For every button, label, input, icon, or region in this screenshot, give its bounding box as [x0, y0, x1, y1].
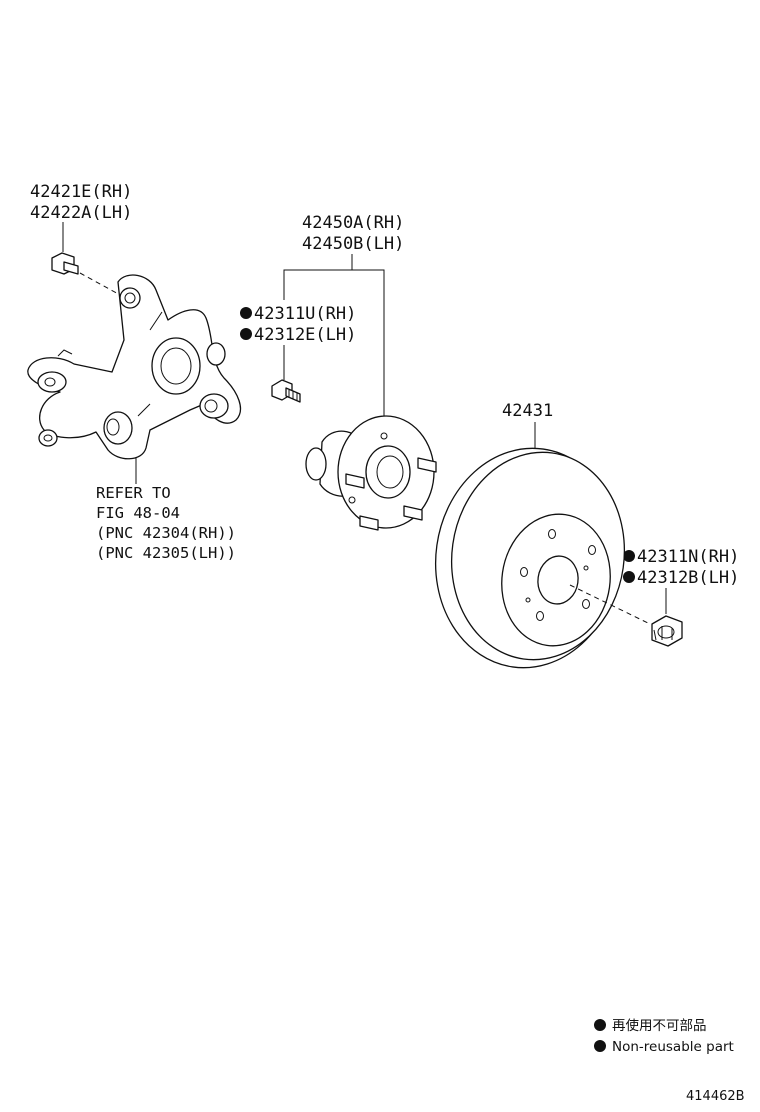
knuckle-ref-line-3: (PNC 42304(RH)) — [96, 524, 236, 542]
knuckle-hub-bore — [151, 337, 201, 395]
bolt-label-group[interactable]: 42421E(RH) 42422A(LH) — [30, 182, 132, 223]
hub-stud-4 — [359, 515, 379, 531]
hub-label-group[interactable]: 42450A(RH) 42450B(LH) — [302, 213, 404, 254]
disc-lug-hole — [548, 529, 556, 539]
non-reusable-marker-icon — [594, 1040, 606, 1052]
bolt-shank — [63, 261, 79, 275]
knuckle-lower-bushing — [199, 393, 229, 419]
disc-lug-hole — [520, 567, 528, 577]
non-reusable-marker-icon — [240, 328, 252, 340]
disc-lug-hole — [588, 545, 596, 555]
disc-nut-axis-dash — [569, 584, 651, 625]
knuckle-lower-eye — [38, 429, 58, 447]
hub-leader-bracket — [283, 269, 385, 418]
hub-bearing-assembly-part[interactable] — [305, 415, 437, 531]
non-reusable-marker-icon — [240, 307, 252, 319]
nut-label-lh: 42312B(LH) — [637, 568, 739, 588]
stud-label-rh: 42311U(RH) — [254, 304, 356, 324]
knuckle-ref-line-2: FIG 48-04 — [96, 504, 180, 522]
hub-spline-bore — [376, 455, 404, 489]
legend-en: Non-reusable part — [612, 1039, 734, 1055]
knuckle-side-boss — [206, 342, 226, 366]
hub-stud-2 — [345, 473, 365, 489]
legend-jp: 再使用不可部品 — [612, 1017, 707, 1034]
knuckle-front-bushing — [103, 411, 133, 445]
steering-knuckle-part[interactable] — [27, 274, 241, 460]
hub-abs-sensor-boss — [305, 447, 327, 481]
disc-label[interactable]: 42431 — [502, 401, 553, 421]
hub-nut-part[interactable] — [651, 615, 683, 647]
non-reusable-marker-icon — [623, 550, 635, 562]
knuckle-reference[interactable]: REFER TO FIG 48-04 (PNC 42304(RH)) (PNC … — [96, 484, 236, 562]
bolt-axis-dash — [79, 272, 123, 297]
disc-lug-hole — [536, 611, 544, 621]
hub-bolt-stud-part[interactable] — [271, 379, 301, 403]
knuckle-upper-bore — [119, 287, 141, 309]
hub-label-rh: 42450A(RH) — [302, 213, 404, 233]
disc-center-hole — [537, 555, 579, 605]
flange-bolt-part[interactable] — [51, 252, 123, 297]
hub-center-pilot — [365, 445, 411, 499]
nut-label-group[interactable]: 42311N(RH) 42312B(LH) — [623, 547, 739, 588]
nut-hex — [651, 615, 683, 647]
non-reusable-marker-icon — [623, 571, 635, 583]
knuckle-ref-line-4: (PNC 42305(LH)) — [96, 544, 236, 562]
hub-stud-1 — [417, 457, 437, 473]
disc-lug-hole — [582, 599, 590, 609]
knuckle-arm-eye — [37, 371, 67, 393]
hub-label-lh: 42450B(LH) — [302, 234, 404, 254]
nut-label-rh: 42311N(RH) — [637, 547, 739, 567]
knuckle-ref-line-1: REFER TO — [96, 484, 171, 502]
bolt-label-rh: 42421E(RH) — [30, 182, 132, 202]
non-reusable-marker-icon — [594, 1019, 606, 1031]
hub-stud-3 — [403, 505, 423, 521]
stud-label-lh: 42312E(LH) — [254, 325, 356, 345]
brake-disc-part[interactable] — [422, 436, 651, 679]
figure-id: 414462B — [686, 1089, 745, 1104]
legend: 再使用不可部品 Non-reusable part — [594, 1017, 734, 1055]
bolt-label-lh: 42422A(LH) — [30, 203, 132, 223]
stud-label-group[interactable]: 42311U(RH) 42312E(LH) — [240, 304, 356, 345]
